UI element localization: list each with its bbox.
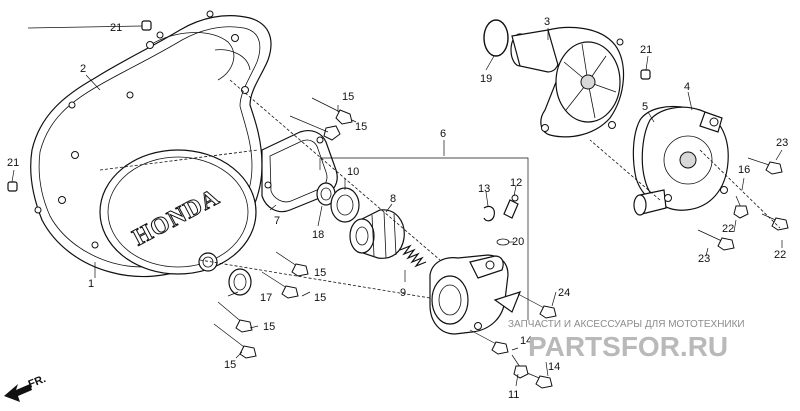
dowel-pin — [7, 20, 651, 192]
callout-23: 23 — [776, 137, 788, 149]
callout-21: 21 — [110, 22, 122, 34]
front-direction-indicator: FR. — [4, 373, 48, 402]
callout-9: 9 — [400, 287, 406, 299]
callout-6: 6 — [440, 128, 446, 140]
callout-7: 7 — [274, 215, 280, 227]
collar — [349, 209, 405, 259]
callout-22b: 22 — [774, 249, 786, 261]
callout-10: 10 — [347, 166, 359, 178]
water-seal — [330, 187, 360, 223]
callout-22: 22 — [722, 223, 734, 235]
callout-21b: 21 — [7, 157, 19, 169]
callout-13: 13 — [478, 183, 490, 195]
callout-11: 11 — [508, 389, 519, 401]
callout-15d: 15 — [314, 292, 326, 304]
thermostat-housing — [429, 254, 522, 335]
callout-16: 16 — [738, 164, 750, 176]
water-pump-body — [510, 26, 625, 138]
spring — [399, 244, 427, 268]
callout-23b: 23 — [698, 253, 710, 265]
callout-5: 5 — [642, 101, 648, 113]
watermark-brand: PARTSFOR.RU — [528, 331, 728, 362]
leader-lines — [11, 25, 783, 387]
callout-14: 14 — [520, 335, 532, 347]
pump-o-ring — [483, 19, 509, 57]
arrow-icon — [4, 384, 32, 402]
callout-20: 20 — [512, 236, 524, 248]
callout-12: 12 — [510, 177, 522, 189]
callout-4: 4 — [684, 81, 690, 93]
callout-15f: 15 — [224, 359, 236, 371]
watermark: ЗАПЧАСТИ И АКСЕССУАРЫ ДЛЯ МОТОТЕХНИКИ PA… — [508, 319, 745, 362]
callout-19: 19 — [480, 73, 492, 85]
callout-15: 15 — [342, 91, 354, 103]
callout-15e: 15 — [263, 321, 275, 333]
callout-21c: 21 — [640, 44, 652, 56]
callout-15b: 15 — [355, 121, 367, 133]
o-ring-small — [496, 238, 510, 246]
direction-label: FR. — [27, 373, 48, 391]
cover-edge-bolts — [34, 10, 249, 249]
sealing-washer — [483, 205, 495, 222]
callout-15c: 15 — [314, 267, 326, 279]
callout-8: 8 — [390, 193, 396, 205]
callout-2: 2 — [80, 63, 86, 75]
callout-14b: 14 — [548, 361, 560, 373]
callout-18: 18 — [312, 229, 324, 241]
callout-1: 1 — [88, 278, 94, 290]
callout-3: 3 — [544, 16, 550, 28]
flange-bolt — [213, 97, 789, 389]
callout-17: 17 — [260, 292, 272, 304]
crankcase-cover: HONDA — [30, 10, 272, 278]
watermark-caption: ЗАПЧАСТИ И АКСЕССУАРЫ ДЛЯ МОТОТЕХНИКИ — [508, 319, 745, 330]
oil-seal — [228, 268, 252, 296]
callout-labels: 1 2 3 4 5 6 7 8 9 10 11 12 13 14 14 15 1… — [7, 16, 788, 401]
callout-24: 24 — [558, 287, 570, 299]
water-pump-cover — [633, 106, 729, 216]
bleed-bolt — [503, 194, 519, 219]
